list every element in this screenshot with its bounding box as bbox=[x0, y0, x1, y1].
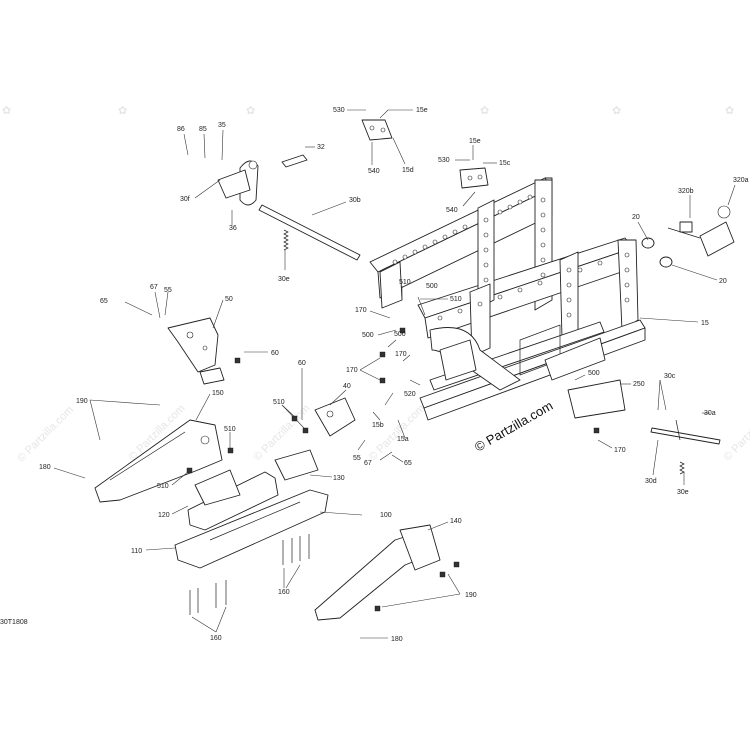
bracket-250 bbox=[567, 379, 626, 419]
label-250: 250 bbox=[633, 381, 645, 388]
svg-text:✿: ✿ bbox=[118, 105, 127, 117]
svg-text:✿: ✿ bbox=[246, 105, 255, 117]
label-65: 65 bbox=[404, 460, 412, 467]
label-100: 100 bbox=[380, 512, 392, 519]
label-20: 20 bbox=[719, 278, 727, 285]
svg-text:✿: ✿ bbox=[480, 105, 489, 117]
label-500: 500 bbox=[426, 283, 438, 290]
label-160: 160 bbox=[210, 635, 222, 642]
rail-150 bbox=[94, 419, 223, 503]
label-530: 530 bbox=[438, 157, 450, 164]
spring-30e-top bbox=[283, 229, 289, 251]
label-30e: 30e bbox=[677, 489, 689, 496]
label-190: 190 bbox=[465, 592, 477, 599]
svg-text:© Partzilla.com: © Partzilla.com bbox=[722, 402, 750, 463]
svg-text:✿: ✿ bbox=[725, 105, 734, 117]
watermark-faint: ✿ ✿ ✿ ✿ ✿ ✿ © Partzilla.com © Partzilla.… bbox=[2, 105, 750, 465]
label-55: 55 bbox=[164, 287, 172, 294]
label-15e: 15e bbox=[416, 107, 428, 114]
diagram-code: 30T1808 bbox=[0, 619, 28, 626]
label-510: 510 bbox=[157, 483, 169, 490]
label-40: 40 bbox=[343, 383, 351, 390]
label-30d: 30d bbox=[645, 478, 657, 485]
svg-text:© Partzilla.com: © Partzilla.com bbox=[367, 402, 428, 463]
svg-text:© Partzilla.com: © Partzilla.com bbox=[15, 404, 76, 465]
label-510: 510 bbox=[273, 399, 285, 406]
rail-100 bbox=[174, 489, 329, 569]
label-510: 510 bbox=[224, 426, 236, 433]
shift-lever-30b bbox=[217, 160, 361, 261]
label-510: 510 bbox=[399, 279, 411, 286]
label-500: 500 bbox=[394, 331, 406, 338]
label-15c: 15c bbox=[499, 160, 511, 167]
label-140: 140 bbox=[450, 518, 462, 525]
label-170: 170 bbox=[614, 447, 626, 454]
label-15a: 15a bbox=[397, 436, 409, 443]
label-20: 20 bbox=[632, 214, 640, 221]
label-55: 55 bbox=[353, 455, 361, 462]
label-160: 160 bbox=[278, 589, 290, 596]
label-67: 67 bbox=[150, 284, 158, 291]
label-540: 540 bbox=[368, 168, 380, 175]
bracket-40 bbox=[314, 397, 356, 437]
label-320a: 320a bbox=[733, 177, 749, 184]
label-35: 35 bbox=[218, 122, 226, 129]
label-320b: 320b bbox=[678, 188, 694, 195]
label-170: 170 bbox=[346, 367, 358, 374]
label-170: 170 bbox=[355, 307, 367, 314]
label-30b: 30b bbox=[349, 197, 361, 204]
rod-30a bbox=[650, 419, 721, 475]
svg-text:✿: ✿ bbox=[2, 105, 11, 117]
bolts-160 bbox=[189, 534, 310, 615]
arm-140 bbox=[314, 524, 441, 621]
label-30c: 30c bbox=[664, 373, 676, 380]
label-86: 86 bbox=[177, 126, 185, 133]
leader-lines bbox=[53, 109, 736, 639]
label-130: 130 bbox=[333, 475, 345, 482]
label-50: 50 bbox=[225, 296, 233, 303]
part-labels: 530 15e 540 15d 86 85 35 32 15e 530 15c … bbox=[39, 107, 749, 643]
label-36: 36 bbox=[229, 225, 237, 232]
label-540: 540 bbox=[446, 207, 458, 214]
frame-assembly-15 bbox=[369, 177, 646, 421]
watermark-main: © Partzilla.com bbox=[472, 398, 555, 455]
label-110: 110 bbox=[131, 548, 142, 555]
slider-120 bbox=[187, 469, 279, 531]
label-530: 530 bbox=[333, 107, 345, 114]
label-190: 190 bbox=[76, 398, 88, 405]
label-67: 67 bbox=[364, 460, 372, 467]
label-60: 60 bbox=[298, 360, 306, 367]
block-130 bbox=[274, 449, 319, 481]
label-85: 85 bbox=[199, 126, 207, 133]
label-30a: 30a bbox=[704, 410, 716, 417]
label-65: 65 bbox=[100, 298, 108, 305]
label-60: 60 bbox=[271, 350, 279, 357]
label-120: 120 bbox=[158, 512, 170, 519]
label-15e: 15e bbox=[469, 138, 481, 145]
label-180: 180 bbox=[391, 636, 403, 643]
label-30e: 30e bbox=[278, 276, 290, 283]
label-500: 500 bbox=[362, 332, 374, 339]
label-15b: 15b bbox=[372, 422, 384, 429]
label-180: 180 bbox=[39, 464, 51, 471]
label-15: 15 bbox=[701, 320, 709, 327]
bracket-50 bbox=[167, 317, 225, 385]
svg-text:✿: ✿ bbox=[612, 105, 621, 117]
linkage-320 bbox=[641, 205, 735, 268]
label-520: 520 bbox=[404, 391, 416, 398]
label-510: 510 bbox=[450, 296, 462, 303]
label-15d: 15d bbox=[402, 167, 414, 174]
label-500: 500 bbox=[588, 370, 600, 377]
label-32: 32 bbox=[317, 144, 325, 151]
label-150: 150 bbox=[212, 390, 224, 397]
plates-small bbox=[281, 119, 489, 189]
label-170: 170 bbox=[395, 351, 407, 358]
label-30f: 30f bbox=[180, 196, 190, 203]
